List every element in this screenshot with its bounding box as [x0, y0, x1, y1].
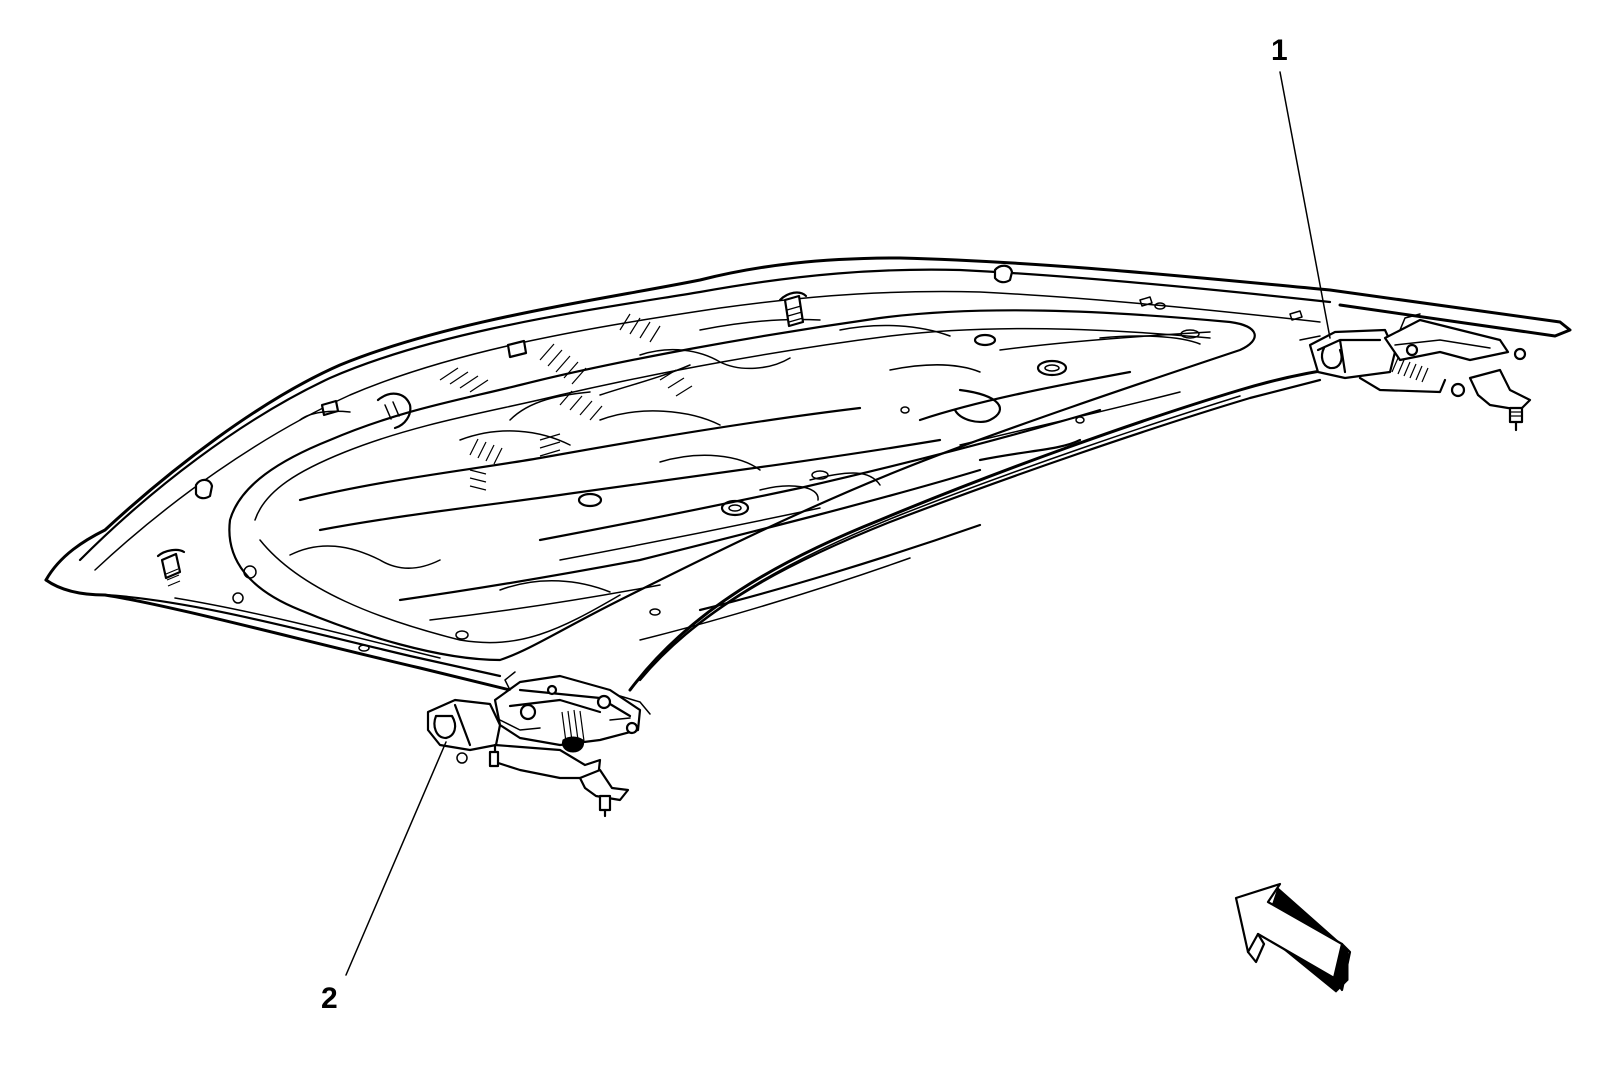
leader-lines — [345, 71, 1331, 976]
view-direction-arrow-icon — [1234, 882, 1352, 993]
leader-line-1 — [1279, 71, 1331, 339]
hood-panel — [44, 256, 1572, 692]
callout-number-2: 2 — [321, 982, 338, 1015]
callout-number-1: 1 — [1271, 34, 1288, 67]
hood-fasteners — [156, 264, 1303, 587]
hood-hinge-right — [1299, 313, 1532, 432]
hood-hinge-left — [426, 671, 651, 818]
hood-inner-panel — [228, 302, 1256, 662]
leader-line-2 — [345, 741, 447, 976]
